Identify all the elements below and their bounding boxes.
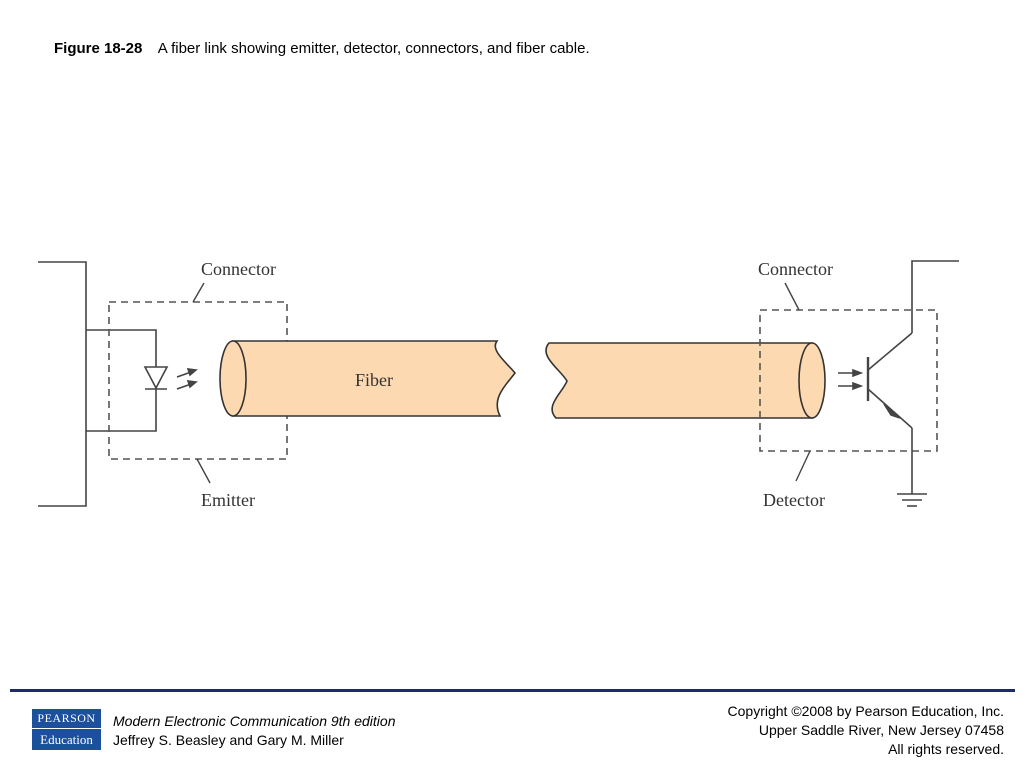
emitter-label: Emitter [201,490,255,510]
fiber-link-diagram: Connector Fiber Emitter Connector Detect… [38,259,959,510]
fiber-label: Fiber [355,370,393,390]
emitter-circuit [38,261,157,507]
leader-lines [192,282,811,484]
led-icon [143,366,198,390]
rights-line: All rights reserved. [888,741,1004,757]
detector-circuit [911,260,959,494]
pearson-logo: PEARSON Education [32,709,101,750]
ground-icon [897,493,927,507]
book-authors: Jeffrey S. Beasley and Gary M. Miller [113,732,344,748]
emitter-bottom-wire [86,389,157,432]
fiber-segment-left [219,340,517,417]
logo-bottom-text: Education [40,732,93,747]
connector-box-right [759,309,938,452]
footer-divider [10,689,1015,692]
address-line: Upper Saddle River, New Jersey 07458 [758,722,1004,738]
logo-top-text: PEARSON [32,709,101,729]
connector-right-label: Connector [758,259,833,279]
book-title: Modern Electronic Communication 9th edit… [113,713,396,729]
figure-caption-text: A fiber link showing emitter, detector, … [157,40,590,57]
figure-label: Figure 18-28 [54,40,143,57]
phototransistor-icon [838,332,913,429]
emitter-top-wire [86,329,157,367]
fiber-segment-right [545,342,826,419]
detector-supply-wire [911,260,959,333]
connector-left-label: Connector [201,259,276,279]
detector-label: Detector [763,490,825,510]
copyright-notice: Copyright ©2008 by Pearson Education, In… [728,702,1004,759]
copyright-line: Copyright ©2008 by Pearson Education, In… [727,703,1004,719]
figure-caption: Figure 18-28 A fiber link showing emitte… [54,40,590,57]
emitter-supply-wire [38,261,87,507]
book-info: Modern Electronic Communication 9th edit… [113,712,395,750]
